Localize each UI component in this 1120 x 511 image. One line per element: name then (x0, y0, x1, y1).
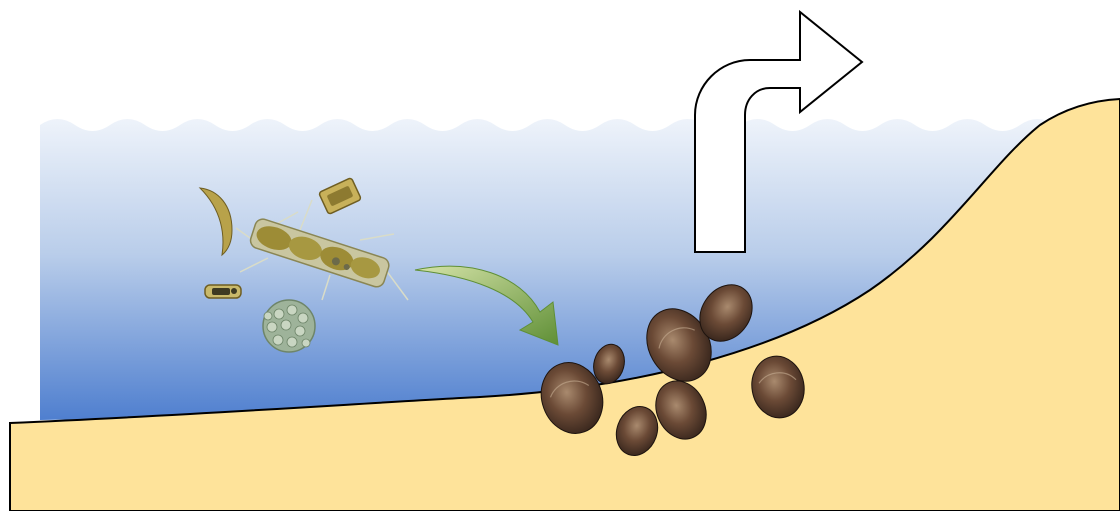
oblong-diatom-icon (205, 285, 241, 298)
colony-icon (263, 300, 315, 352)
